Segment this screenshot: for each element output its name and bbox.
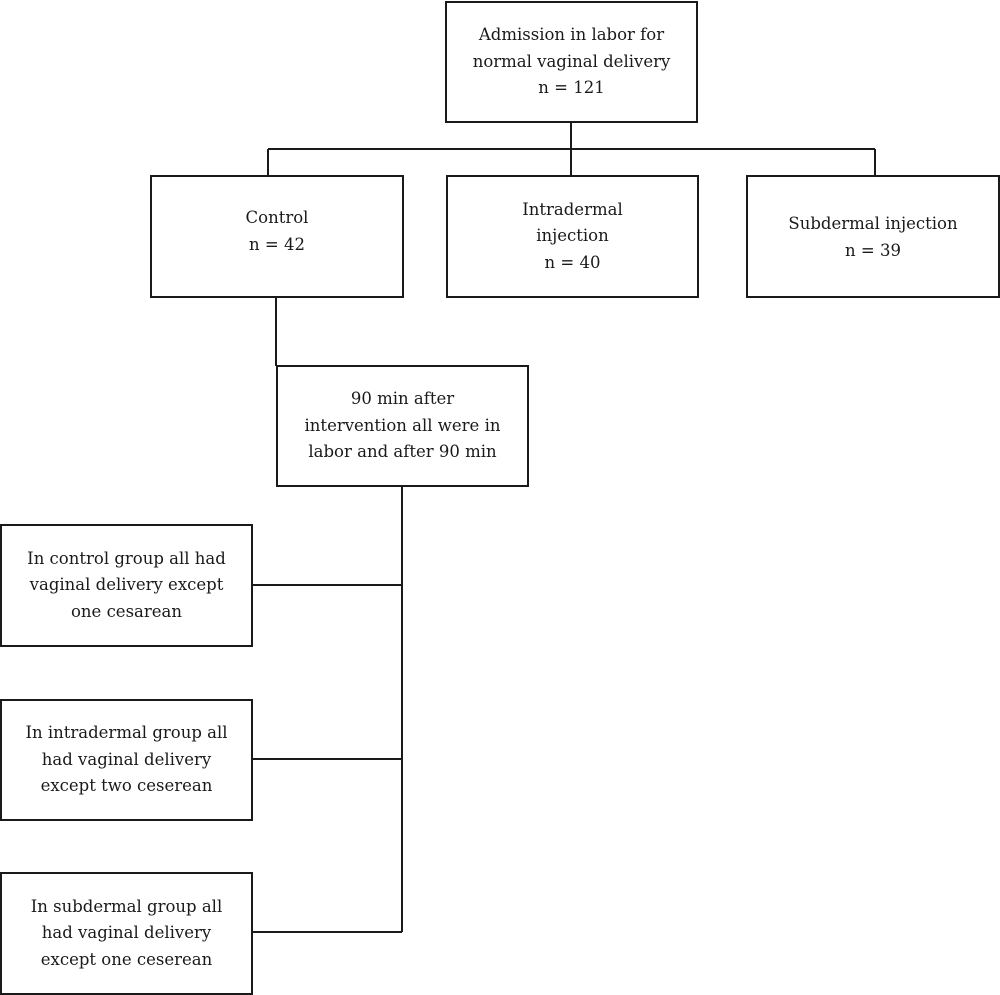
intradermal-group-line: injection bbox=[536, 226, 609, 246]
subdermal-outcome-text: In subdermal group all had vaginal deliv… bbox=[31, 894, 222, 974]
intradermal-group-box: Intradermal injection n = 40 bbox=[446, 175, 699, 298]
intradermal-group-line: Intradermal bbox=[522, 199, 623, 219]
control-group-line: n = 42 bbox=[249, 234, 305, 254]
control-group-line: Control bbox=[245, 208, 309, 227]
subdermal-outcome-line: In subdermal group all bbox=[30, 896, 223, 916]
admission-box: Admission in labor for normal vaginal de… bbox=[445, 1, 698, 123]
subdermal-group-box: Subdermal injection n = 39 bbox=[746, 175, 1000, 298]
followup-line: 90 min after bbox=[350, 389, 455, 409]
followup-line: intervention all were in bbox=[304, 415, 501, 435]
intradermal-outcome-line: had vaginal delivery bbox=[41, 749, 212, 769]
control-outcome-text: In control group all had vaginal deliver… bbox=[27, 546, 226, 626]
subdermal-group-text: Subdermal injection n = 39 bbox=[788, 211, 957, 264]
intradermal-group-line: n = 40 bbox=[544, 252, 601, 272]
admission-line: n = 121 bbox=[538, 78, 605, 98]
admission-line: Admission in labor for bbox=[478, 25, 665, 45]
subdermal-group-line: n = 39 bbox=[845, 240, 901, 260]
intradermal-outcome-line: In intradermal group all bbox=[25, 723, 228, 743]
control-group-box: Control n = 42 bbox=[150, 175, 404, 298]
control-group-text: Control n = 42 bbox=[246, 205, 309, 258]
followup-box: 90 min after intervention all were in la… bbox=[276, 365, 529, 487]
admission-text: Admission in labor for normal vaginal de… bbox=[473, 22, 671, 102]
control-outcome-box: In control group all had vaginal deliver… bbox=[0, 524, 253, 647]
intradermal-outcome-text: In intradermal group all had vaginal del… bbox=[25, 720, 227, 800]
intradermal-outcome-line: except two ceserean bbox=[40, 776, 213, 796]
subdermal-outcome-box: In subdermal group all had vaginal deliv… bbox=[0, 872, 253, 995]
followup-text: 90 min after intervention all were in la… bbox=[305, 386, 501, 466]
intradermal-group-text: Intradermal injection n = 40 bbox=[522, 197, 622, 277]
control-outcome-line: vaginal delivery except bbox=[29, 575, 224, 595]
admission-line: normal vaginal delivery bbox=[472, 51, 671, 71]
subdermal-outcome-line: had vaginal delivery bbox=[41, 923, 212, 943]
followup-line: labor and after 90 min bbox=[308, 442, 497, 462]
control-outcome-line: one cesarean bbox=[71, 601, 182, 621]
subdermal-group-line: Subdermal injection bbox=[788, 214, 958, 233]
control-outcome-line: In control group all had bbox=[27, 548, 226, 568]
subdermal-outcome-line: except one ceserean bbox=[40, 949, 213, 969]
intradermal-outcome-box: In intradermal group all had vaginal del… bbox=[0, 699, 253, 821]
